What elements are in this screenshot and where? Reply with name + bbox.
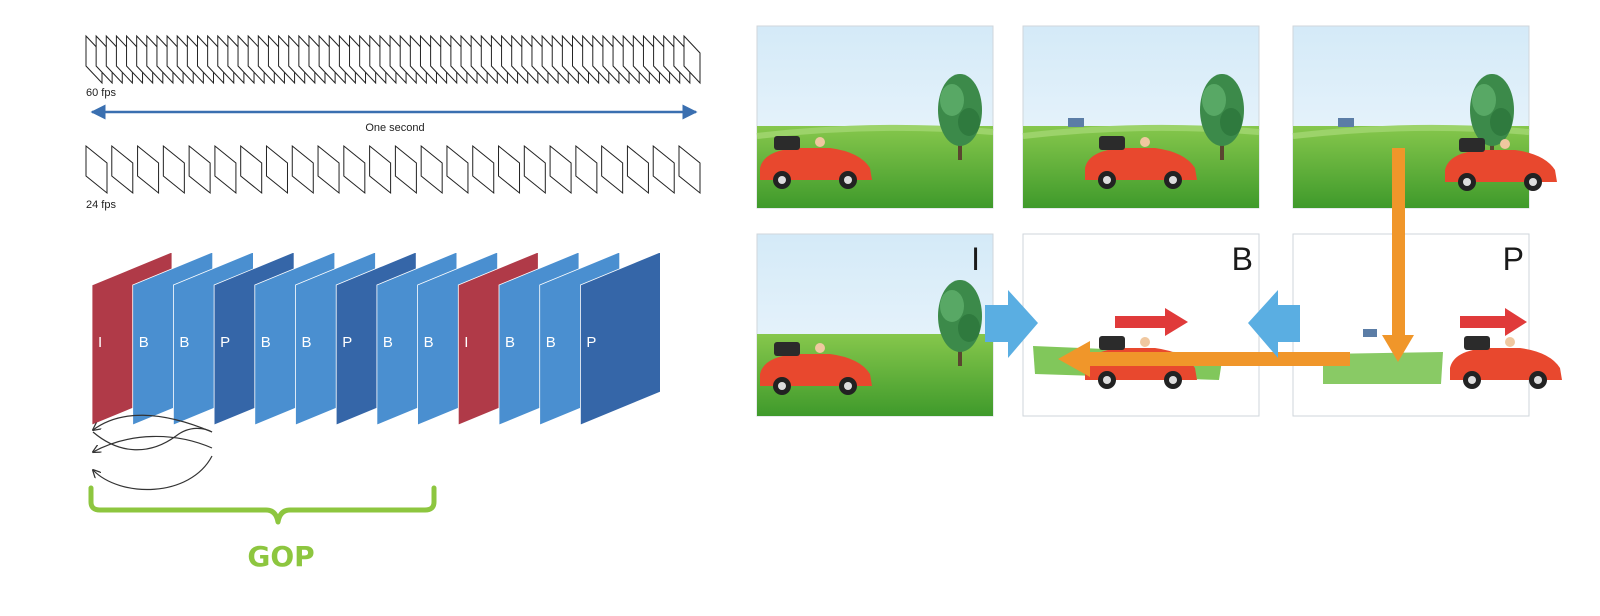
frame-24fps (601, 144, 624, 195)
car (760, 136, 872, 189)
frame-24fps (498, 144, 521, 195)
car (760, 342, 872, 395)
panel-letter-p: P (1503, 241, 1524, 277)
red-motion-arrow-b (1115, 308, 1188, 336)
orange-down-arrow (1382, 148, 1414, 362)
panel-arrows (985, 148, 1527, 377)
gop-frame-label: P (342, 334, 352, 351)
frame-24fps (162, 144, 185, 195)
frame-24fps (343, 144, 366, 195)
frame-24fps (111, 144, 134, 195)
motion-compensation-panels (756, 25, 1562, 417)
gop-frame-label: B (302, 334, 312, 351)
frame-reference-arcs (92, 414, 213, 491)
gop-frame-label: P (220, 334, 230, 351)
scene-panel-i (756, 233, 994, 417)
reference-arc (92, 427, 213, 451)
frame-60fps (683, 34, 701, 85)
frame-24fps (575, 144, 598, 195)
car (1450, 336, 1562, 389)
scene-panel-top (1292, 25, 1557, 209)
scene-panel-top (756, 25, 994, 209)
blue-left-arrow (1248, 290, 1300, 358)
gop-frame-label: I (98, 334, 102, 351)
fps-60-label: 60 fps (86, 87, 116, 99)
frames-60fps-strip (85, 34, 701, 85)
panel-letter-i: I (971, 241, 980, 277)
frame-24fps (472, 144, 495, 195)
gop-frame-label: B (139, 334, 149, 351)
frame-24fps (420, 144, 443, 195)
gop-frame-label: P (586, 334, 596, 351)
frame-24fps (137, 144, 160, 195)
reference-arc (93, 455, 213, 491)
red-motion-arrow-p (1460, 308, 1527, 336)
car (1085, 136, 1197, 189)
frame-24fps (85, 144, 108, 195)
gop-brace (88, 485, 437, 525)
blue-right-arrow (985, 290, 1038, 358)
scene-panel-top (1022, 25, 1260, 209)
gop-frame-label: B (179, 334, 189, 351)
frame-24fps (265, 144, 288, 195)
frame-24fps (652, 144, 675, 195)
frame-24fps (549, 144, 572, 195)
reference-arc (93, 414, 213, 433)
frame-24fps (369, 144, 392, 195)
gop-frame-label: B (261, 334, 271, 351)
panel-letter-b: B (1232, 241, 1253, 277)
frame-24fps (317, 144, 340, 195)
gop-frame-label: B (424, 334, 434, 351)
frame-24fps (214, 144, 237, 195)
frame-24fps (626, 144, 649, 195)
gop-frame-p (580, 251, 661, 426)
gop-frame-label: B (505, 334, 515, 351)
frame-24fps (394, 144, 417, 195)
frame-24fps (678, 144, 701, 195)
gop-label: GOP (247, 540, 314, 573)
frames-24fps-strip (85, 144, 701, 195)
fps-24-label: 24 fps (86, 199, 116, 211)
frame-24fps (523, 144, 546, 195)
gop-frame-label: I (464, 334, 468, 351)
gop-frame-label: B (383, 334, 393, 351)
frame-24fps (240, 144, 263, 195)
reference-arc (93, 435, 213, 452)
one-second-label: One second (365, 122, 424, 134)
frame-24fps (188, 144, 211, 195)
car (1445, 138, 1557, 191)
frame-24fps (446, 144, 469, 195)
orange-left-arrow (1058, 341, 1350, 377)
frame-24fps (291, 144, 314, 195)
gop-frame-label: B (546, 334, 556, 351)
